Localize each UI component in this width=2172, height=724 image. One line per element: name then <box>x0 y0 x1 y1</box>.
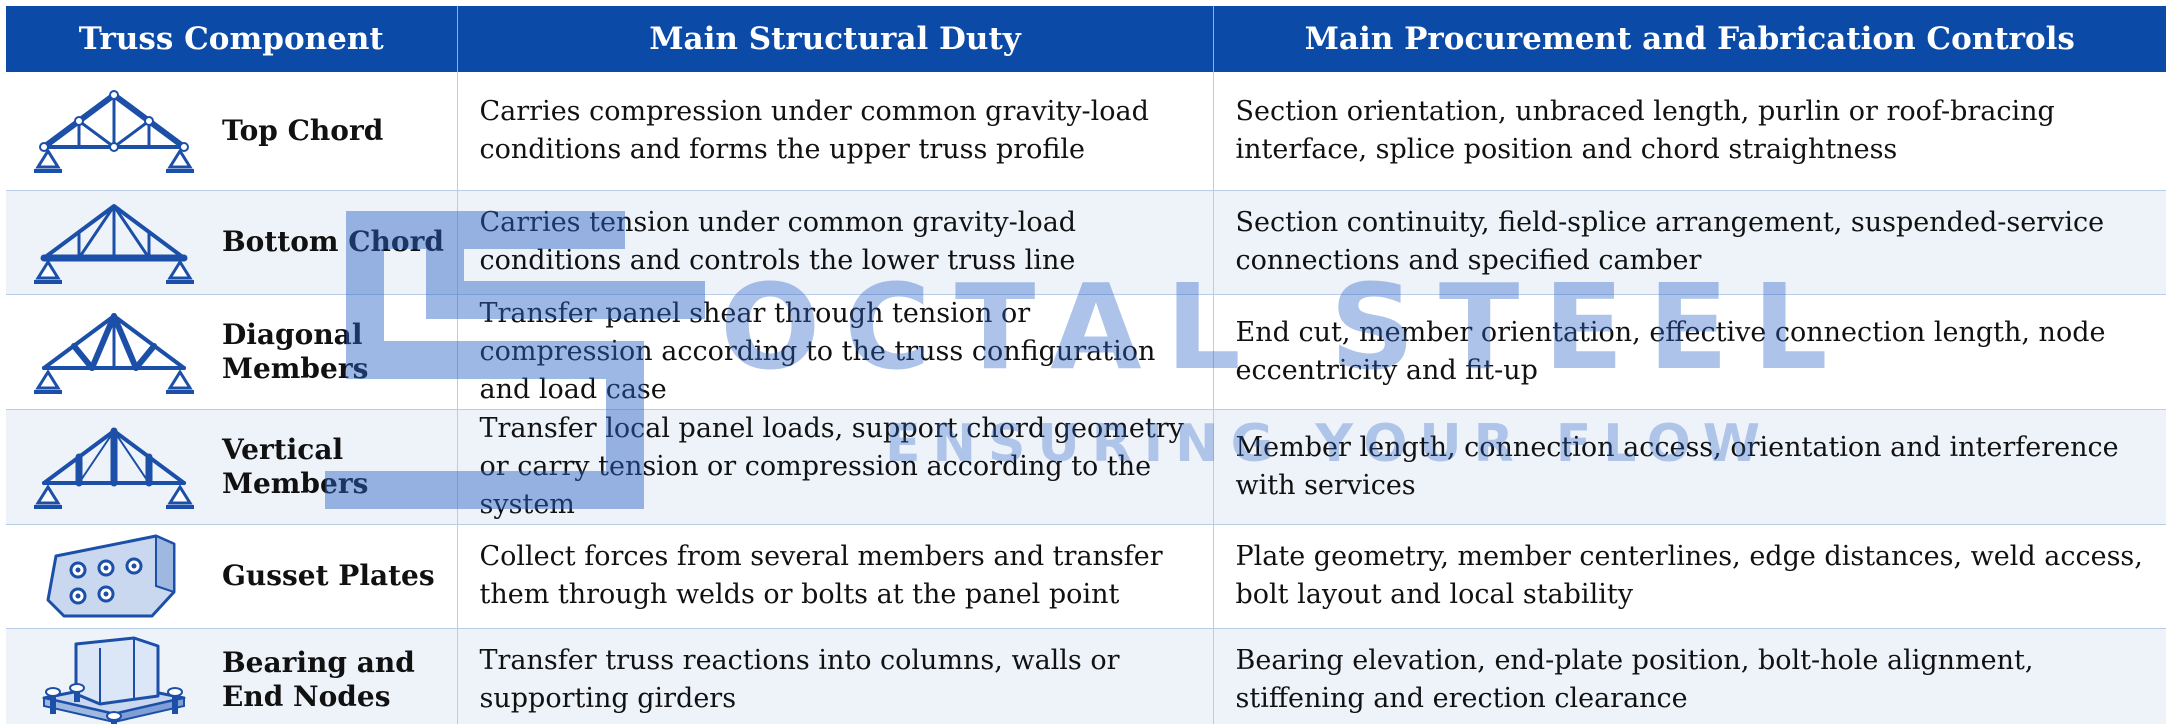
table-row: Top Chord Carries compression under comm… <box>6 72 2166 191</box>
vertical-members-truss-icon <box>34 421 194 513</box>
duty-cell: Transfer local panel loads, support chor… <box>457 409 1214 525</box>
component-cell: Vertical Members <box>6 409 458 525</box>
component-cell: Diagonal Members <box>6 294 458 410</box>
controls-cell: Plate geometry, member centerlines, edge… <box>1213 524 2166 629</box>
table-header-row: Truss Component Main Structural Duty Mai… <box>6 6 2166 72</box>
component-cell: Bottom Chord <box>6 190 458 295</box>
header-main-structural-duty: Main Structural Duty <box>457 6 1214 72</box>
table-row: Bearing and End Nodes Transfer truss rea… <box>6 628 2166 724</box>
truss-component-table-frame: Truss Component Main Structural Duty Mai… <box>6 6 2166 724</box>
controls-cell: Bearing elevation, end-plate position, b… <box>1213 628 2166 724</box>
table-row: Bottom Chord Carries tension under commo… <box>6 190 2166 295</box>
controls-cell: End cut, member orientation, effective c… <box>1213 294 2166 410</box>
duty-cell: Carries tension under common gravity-loa… <box>457 190 1214 295</box>
header-procurement-fabrication-controls: Main Procurement and Fabrication Control… <box>1213 6 2166 72</box>
duty-cell: Transfer panel shear through tension or … <box>457 294 1214 410</box>
duty-cell: Carries compression under common gravity… <box>457 72 1214 191</box>
controls-cell: Section orientation, unbraced length, pu… <box>1213 72 2166 191</box>
controls-cell: Section continuity, field-splice arrange… <box>1213 190 2166 295</box>
component-name: Bearing and End Nodes <box>222 646 415 713</box>
top-chord-truss-icon <box>34 85 194 177</box>
gusset-plate-icon <box>34 530 194 622</box>
controls-cell: Member length, connection access, orient… <box>1213 409 2166 525</box>
component-cell: Top Chord <box>6 72 458 191</box>
duty-cell: Transfer truss reactions into columns, w… <box>457 628 1214 724</box>
component-name: Diagonal Members <box>222 317 369 385</box>
truss-component-table: Truss Component Main Structural Duty Mai… <box>6 6 2166 724</box>
component-name: Gusset Plates <box>222 559 435 592</box>
table-row: Diagonal Members Transfer panel shear th… <box>6 294 2166 410</box>
table-row: Vertical Members Transfer local panel lo… <box>6 409 2166 525</box>
duty-cell: Collect forces from several members and … <box>457 524 1214 629</box>
component-name: Top Chord <box>222 113 384 147</box>
component-cell: Gusset Plates <box>6 524 458 629</box>
bottom-chord-truss-icon <box>34 196 194 288</box>
header-truss-component: Truss Component <box>6 6 458 72</box>
component-name: Bottom Chord <box>222 225 444 258</box>
bearing-end-node-icon <box>34 634 194 724</box>
diagonal-members-truss-icon <box>34 306 194 398</box>
table-row: Gusset Plates Collect forces from severa… <box>6 524 2166 629</box>
component-cell: Bearing and End Nodes <box>6 628 458 724</box>
component-name: Vertical Members <box>222 432 369 500</box>
